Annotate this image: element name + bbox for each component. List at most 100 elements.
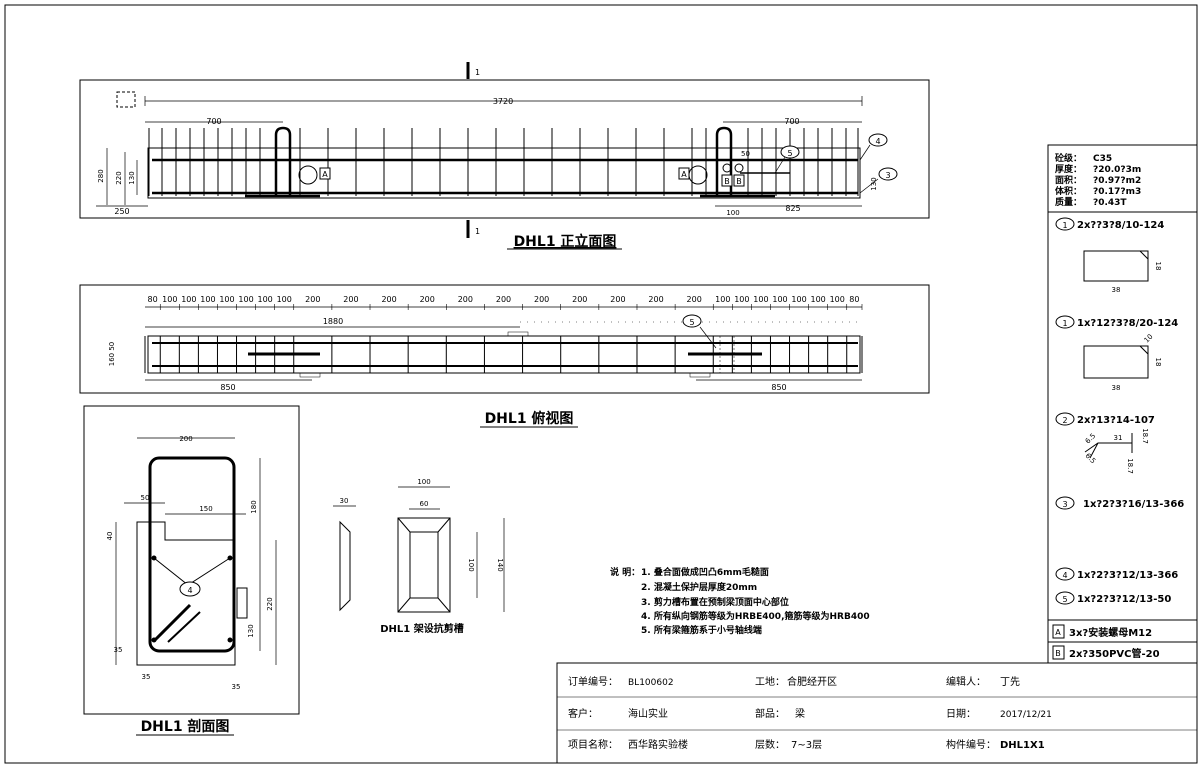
spacing-label: 200 [610,295,625,304]
marker-box [319,167,331,180]
spacing-label: 100 [791,295,806,304]
dim-100-v: 100 [467,558,475,571]
site-value: 合肥经开区 [787,675,837,688]
rebar-spec: 1x?2?3?12/13-50 [1077,594,1171,605]
rebar-dim: 38 [1112,384,1121,392]
lift-mark [299,372,321,378]
floor-label: 层数： [755,738,785,751]
spacing-label: 100 [715,295,730,304]
rebar-dim: 10 [1143,333,1155,345]
rebar-num: 2 [1062,416,1067,425]
prop-value-2: ?0.97?m2 [1093,176,1141,186]
dim-h130: 130 [128,171,136,184]
leader [859,178,879,194]
dim-130: 130 [247,624,255,637]
leader [859,144,871,161]
spacing-label: 100 [219,295,234,304]
lifting-symbol [116,91,136,108]
top-stirrups [144,336,863,373]
dim-35-right: 35 [232,683,241,691]
client-value: 海山实业 [628,707,668,720]
dim-h130-right: 130 [870,177,878,190]
note-2: 2. 混凝土保护层厚度20mm [641,581,757,593]
rebar-num-circle [1055,217,1075,231]
client-label: 客户： [568,707,598,720]
marker-box [733,174,745,187]
beam-outline [147,147,861,199]
chamfer [397,597,411,613]
drawer-label: 编辑人： [946,675,986,688]
leader [774,156,786,174]
lift-mark [689,372,711,378]
insert-plate [236,587,248,619]
spacing-label: 200 [381,295,396,304]
floor-value: 7~3层 [791,739,822,751]
rebar-spec: 1x?2?3?12/13-366 [1077,570,1178,581]
spacing-label: 80 [849,295,859,304]
top-side-dims: 160 50 [108,342,116,367]
legend-text: 2x?350PVC管-20 [1069,647,1160,660]
top-callout-5-label: 5 [689,318,694,327]
rebar-num: 4 [1062,571,1067,580]
bent-bar-shape [1084,433,1133,459]
rebar-num-circle [1055,567,1075,581]
rebar-spec: 2x??3?8/10-124 [1077,220,1164,231]
front-view-title: DHL1 正立面图 [514,233,617,250]
rebar-num-circle [1055,591,1075,605]
bar-dot [151,555,157,561]
bar-dot [151,637,157,643]
dim-35: 35 [114,646,123,654]
shear-key-side [339,520,351,612]
top-view-frame [79,284,930,394]
section-view-title: DHL1 剖面图 [141,718,230,735]
spacing-label: 200 [648,295,663,304]
notes: 说 明： 1. 叠合面做成凹凸6mm毛糙面 2. 混凝土保护层厚度20mm 3.… [610,566,870,636]
spacing-label: 200 [305,295,320,304]
marker-b: B [724,177,730,186]
marker-box [721,174,733,187]
project-label: 项目名称： [568,738,618,751]
legend-text: 3x?安装螺母M12 [1069,626,1152,639]
dim-left: 700 [206,117,221,126]
callout-4 [868,133,888,147]
lift-mark [507,331,529,337]
part-value: 梁 [795,707,805,720]
dim-35-left: 35 [142,673,151,681]
order-value: BL100602 [628,678,674,688]
note-3: 3. 剪力槽布置在预制梁顶面中心部位 [641,596,789,608]
rebar-num: 5 [1062,595,1067,604]
rebar-spec: 1x?2?3?16/13-366 [1083,499,1184,510]
dim-h220: 220 [115,171,123,184]
section-tie [153,557,231,586]
drawer-value: 丁先 [1000,676,1020,688]
marker-b: B [736,177,742,186]
spacing-label: 200 [496,295,511,304]
dim-220: 220 [266,597,274,610]
spacing-label: 100 [257,295,272,304]
section-mark-bottom-label: 1 [475,227,480,236]
top-callout-5 [682,314,702,328]
prop-value-0: C35 [1093,154,1112,164]
chamfer [397,517,411,533]
shear-key-outer [397,517,451,613]
stirrup-hook [1139,250,1149,260]
rebar-dim: 18.7 [1141,428,1149,444]
insert-a-left [298,165,318,185]
rebar-dim: 38 [1112,286,1121,294]
section-stirrup [148,456,236,653]
legend-box [1052,624,1065,639]
spacing-label: 100 [811,295,826,304]
dim-40: 40 [106,532,114,541]
callout-4-label: 4 [875,137,880,146]
dim-850-left: 850 [220,383,235,392]
rebar-dim: 31 [1114,434,1123,442]
spacing-label: 100 [277,295,292,304]
note-5: 5. 所有梁箍筋系于小号轴线端 [641,624,762,636]
hook-bar-left [274,126,292,195]
dim-850-right: 850 [771,383,786,392]
date-value: 2017/12/21 [1000,710,1052,720]
dim-140: 140 [496,558,504,571]
shear-key-inner [409,531,439,599]
spacing-label: 100 [238,295,253,304]
